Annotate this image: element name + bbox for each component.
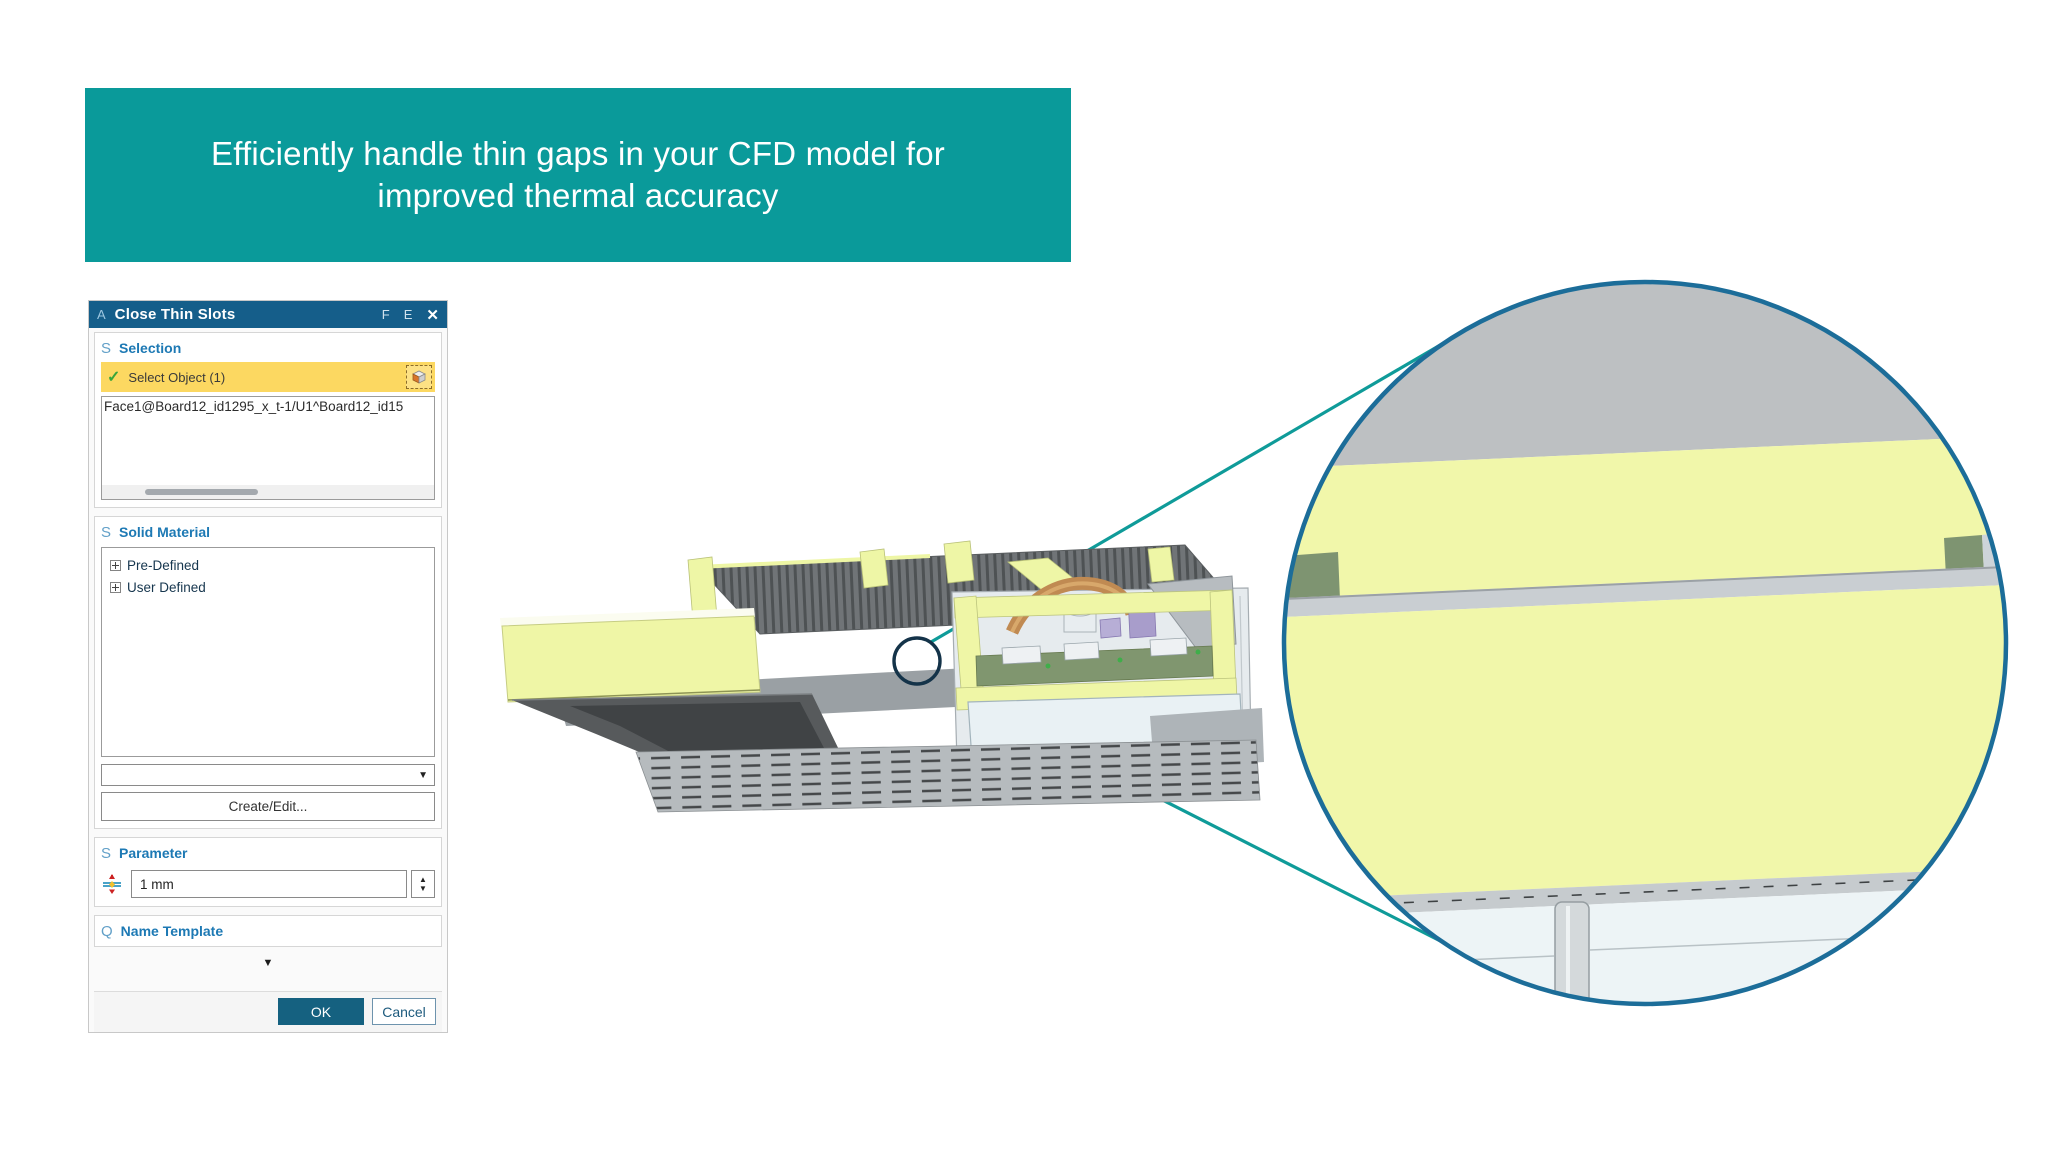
- selected-face-item[interactable]: Face1@Board12_id1295_x_t-1/U1^Board12_id…: [104, 399, 404, 414]
- solid-material-section-label: Solid Material: [119, 524, 211, 540]
- dialog-titlebar[interactable]: A Close Thin Slots F E ✕: [89, 301, 447, 328]
- close-thin-slots-dialog: A Close Thin Slots F E ✕ S Selection ✓ S…: [88, 300, 448, 1033]
- ok-button[interactable]: OK: [278, 998, 364, 1025]
- quantity-stepper[interactable]: ▲ ▼: [411, 870, 435, 898]
- dialog-more-options-expander[interactable]: ▼: [94, 955, 442, 970]
- headline-line1: Efficiently handle thin gaps in your CFD…: [211, 135, 945, 172]
- cad-model: [500, 540, 1264, 813]
- parameter-row: 1 mm ▲ ▼: [101, 869, 435, 899]
- tree-item-label[interactable]: Pre-Defined: [127, 557, 200, 573]
- close-icon[interactable]: ✕: [426, 306, 439, 324]
- thin-slot-gap: [1284, 566, 2006, 617]
- chevron-down-icon: ▼: [262, 956, 274, 969]
- section-toggle-icon[interactable]: S: [101, 339, 112, 357]
- dialog-icon: A: [97, 307, 106, 322]
- close-gap-icon: [103, 874, 121, 894]
- tree-item-userdefined[interactable]: User Defined: [106, 576, 430, 598]
- material-dropdown[interactable]: ▼: [101, 764, 435, 786]
- select-object-label: Select Object (1): [128, 369, 226, 385]
- check-icon: ✓: [107, 369, 121, 386]
- section-toggle-icon[interactable]: Q: [101, 922, 113, 940]
- titlebar-f-button[interactable]: F: [381, 307, 390, 322]
- spin-up-icon[interactable]: ▲: [419, 875, 427, 884]
- solid-material-section-header[interactable]: S Solid Material: [101, 521, 435, 543]
- selection-section-header[interactable]: S Selection: [101, 337, 435, 359]
- gap-size-field[interactable]: 1 mm: [131, 870, 407, 898]
- create-edit-button[interactable]: Create/Edit...: [101, 792, 435, 821]
- chevron-down-icon: ▼: [418, 769, 428, 781]
- parameter-section-header[interactable]: S Parameter: [101, 842, 435, 864]
- parameter-group: S Parameter 1 mm ▲ ▼: [94, 837, 442, 907]
- scrollbar-thumb[interactable]: [145, 489, 259, 495]
- spin-down-icon[interactable]: ▼: [419, 884, 427, 893]
- selection-group: S Selection ✓ Select Object (1) Face1@Bo…: [94, 332, 442, 508]
- selection-list[interactable]: Face1@Board12_id1295_x_t-1/U1^Board12_id…: [101, 396, 435, 500]
- material-tree[interactable]: Pre-Defined User Defined: [101, 547, 435, 757]
- section-toggle-icon[interactable]: S: [101, 523, 112, 541]
- parameter-section-label: Parameter: [119, 845, 188, 861]
- tree-item-label[interactable]: User Defined: [127, 579, 206, 595]
- select-object-row[interactable]: ✓ Select Object (1): [101, 362, 435, 392]
- headline-banner: Efficiently handle thin gaps in your CFD…: [85, 88, 1071, 262]
- name-template-section-header[interactable]: Q Name Template: [101, 920, 435, 942]
- cube-icon: [412, 370, 426, 384]
- thin-gap-marker-circle: [892, 636, 942, 686]
- expand-plus-icon[interactable]: [110, 559, 121, 571]
- expand-plus-icon[interactable]: [110, 581, 121, 593]
- headline-line2: improved thermal accuracy: [377, 177, 779, 214]
- dialog-body: S Selection ✓ Select Object (1) Face1@Bo…: [89, 328, 447, 1032]
- dialog-footer: OK Cancel: [94, 991, 442, 1032]
- selection-filter-button[interactable]: [406, 365, 432, 389]
- name-template-section-label: Name Template: [120, 923, 224, 939]
- horizontal-scrollbar[interactable]: [102, 485, 434, 499]
- name-template-group: Q Name Template: [94, 915, 442, 947]
- titlebar-e-button[interactable]: E: [403, 307, 413, 322]
- solid-material-group: S Solid Material Pre-Defined User Define…: [94, 516, 442, 829]
- tree-item-predefined[interactable]: Pre-Defined: [106, 554, 430, 576]
- selection-section-label: Selection: [119, 340, 182, 356]
- section-toggle-icon[interactable]: S: [101, 844, 112, 862]
- dialog-title: Close Thin Slots: [114, 306, 236, 323]
- cancel-button[interactable]: Cancel: [372, 998, 436, 1025]
- zoom-lens: [1281, 279, 2009, 1007]
